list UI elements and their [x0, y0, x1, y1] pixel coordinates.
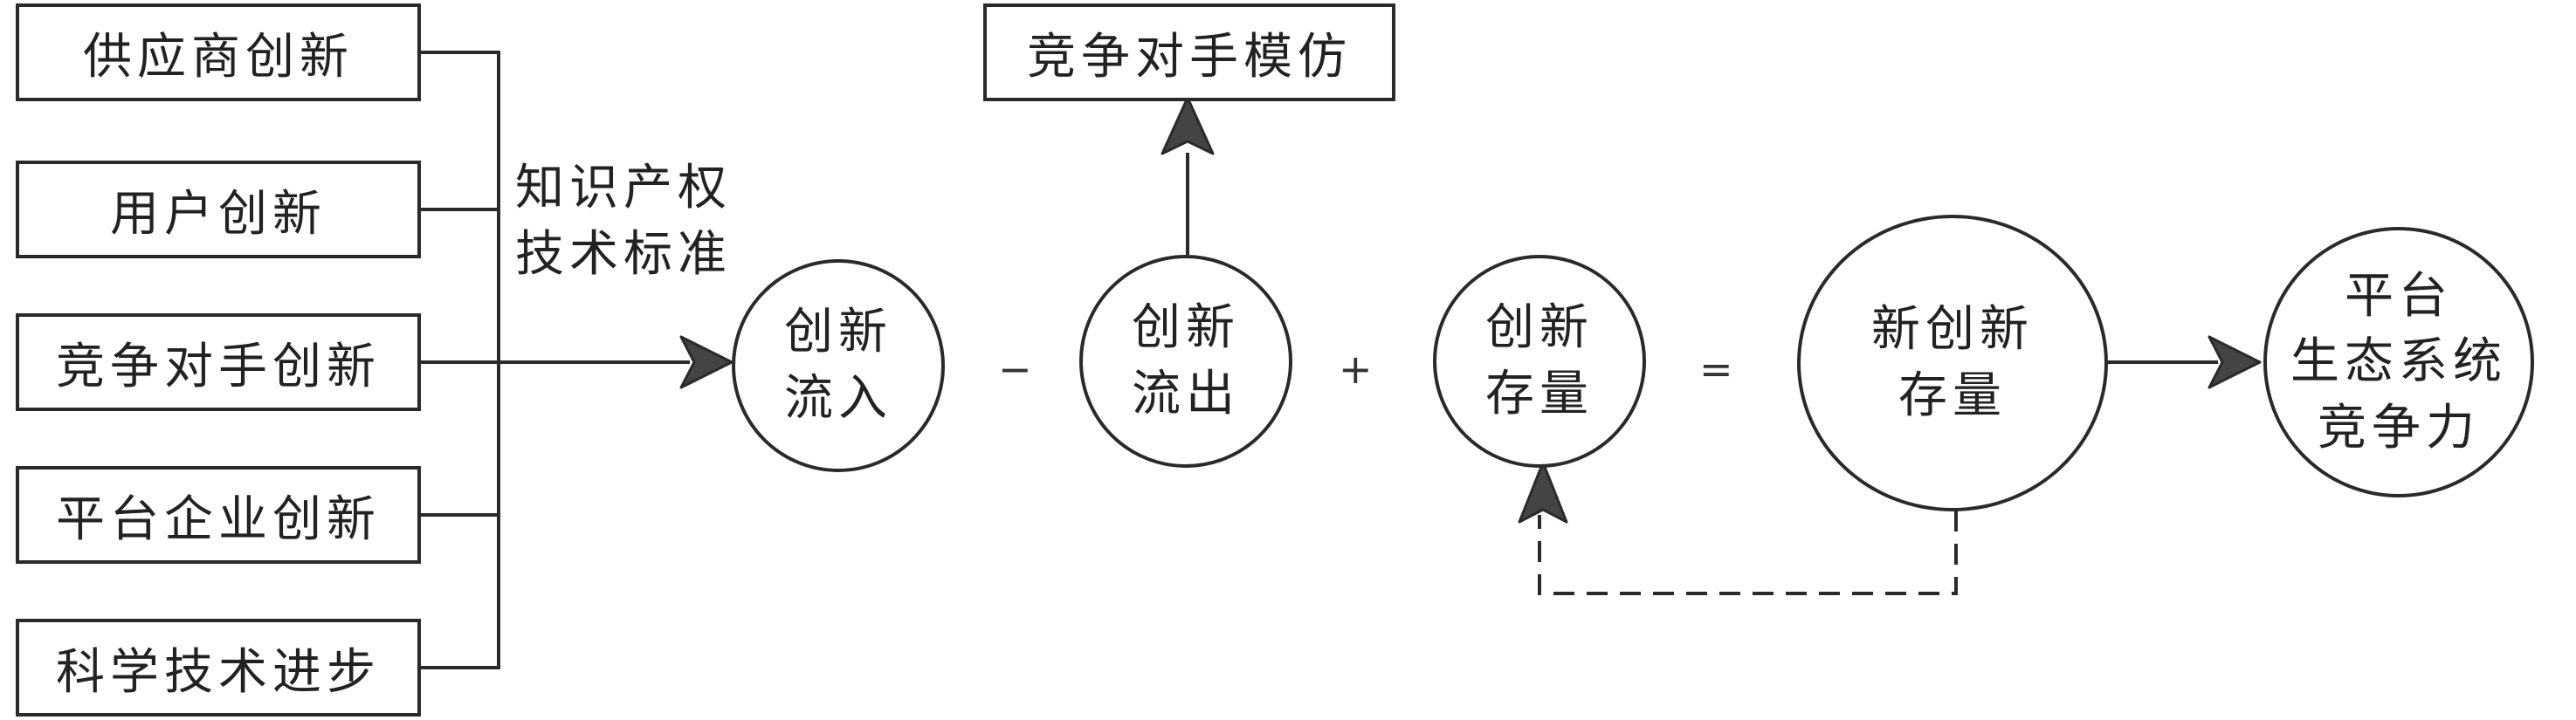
node-outflow: 创新流出	[1079, 255, 1292, 468]
operator-plus: +	[1339, 346, 1373, 393]
arrowhead-competitiveness	[2208, 335, 2262, 389]
node-competitiveness: 平台生态系统竞争力	[2263, 227, 2534, 497]
source-box-supplier: 供应商创新	[16, 3, 421, 101]
operator-equals: =	[1699, 346, 1733, 393]
arrowhead-feedback	[1518, 461, 1568, 524]
node-stock: 创新存量	[1433, 255, 1646, 468]
node-inflow: 创新流入	[732, 259, 945, 472]
imitation-box: 竞争对手模仿	[983, 3, 1395, 101]
source-box-science: 科学技术进步	[16, 619, 421, 717]
source-box-platform: 平台企业创新	[16, 466, 421, 564]
source-box-competitor: 竞争对手创新	[16, 313, 421, 411]
feedback-dashed-line	[1538, 511, 1958, 595]
channel-label: 知识产权 技术标准	[515, 155, 732, 287]
source-box-user: 用户创新	[16, 161, 421, 258]
node-new-stock: 新创新存量	[1797, 215, 2108, 511]
channel-label-line-2: 技术标准	[515, 225, 732, 283]
arrowhead-inflow	[679, 335, 734, 389]
arrowhead-imitation	[1161, 96, 1215, 155]
operator-minus: −	[998, 346, 1032, 393]
channel-label-line-1: 知识产权	[515, 160, 732, 216]
